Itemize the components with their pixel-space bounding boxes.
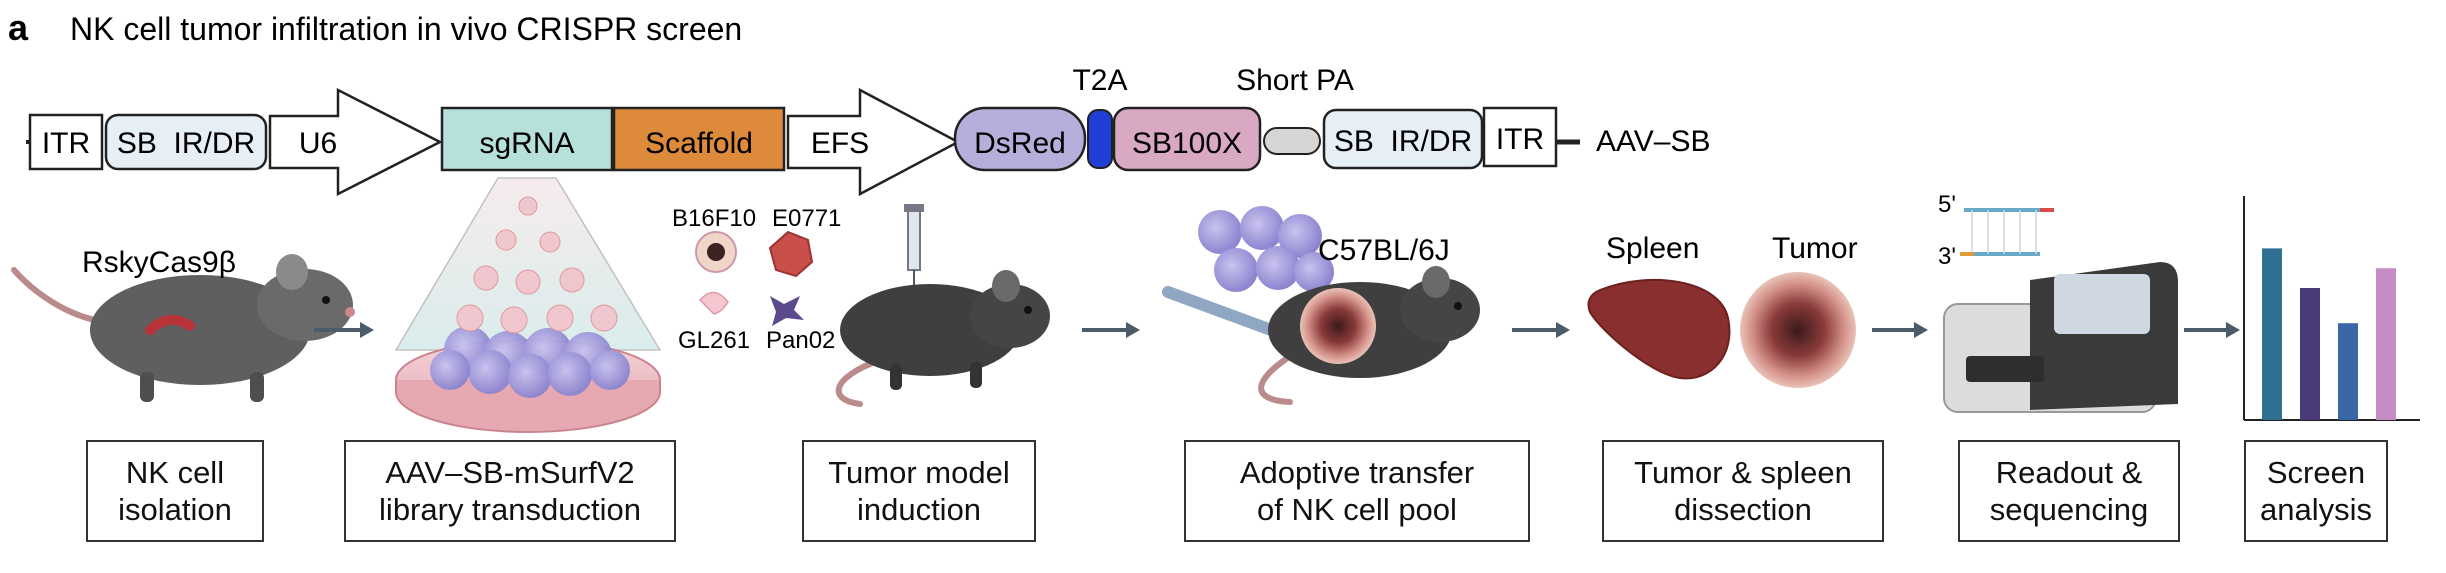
step-5-line-1: Tumor & spleen — [1634, 455, 1852, 490]
step-library-transduction: AAV–SB-mSurfV2 library transduction — [344, 440, 676, 542]
scaffold-label: Scaffold — [645, 127, 753, 160]
sb-irdr-left-element — [104, 113, 268, 171]
five-prime-label: 5' — [1938, 191, 1956, 218]
efs-promoter-arrow — [786, 87, 961, 197]
step-5-line-2: dissection — [1674, 492, 1812, 527]
sb100x-label: SB100X — [1132, 127, 1242, 160]
short-pa-element — [1263, 127, 1321, 155]
pan02-label: Pan02 — [766, 327, 835, 354]
step-7-line-1: Screen — [2266, 455, 2366, 490]
vector-name-label: AAV–SB — [1596, 125, 1711, 158]
step-screen-analysis: Screen analysis — [2244, 440, 2388, 542]
itr-left-element — [28, 113, 104, 171]
arrow-6 — [2184, 322, 2240, 338]
spleen-label: Spleen — [1606, 232, 1699, 265]
gl261-label: GL261 — [678, 327, 750, 354]
step-1-line-2: isolation — [118, 492, 232, 527]
chart-bar-4 — [2376, 268, 2396, 420]
itr-right-element — [1482, 106, 1558, 168]
sb-irdr-right-element — [1322, 108, 1484, 170]
e0771-label: E0771 — [772, 205, 841, 232]
arrow-3 — [1082, 322, 1140, 338]
step-2-line-1: AAV–SB-mSurfV2 — [385, 455, 635, 490]
step-readout-sequencing: Readout & sequencing — [1958, 440, 2180, 542]
construct-map: ITR SB IR/DR U6 sgRNA Scaffold EFS DsRed… — [26, 64, 1711, 197]
tumor-cell-lines — [695, 230, 814, 326]
step-2-line-2: library transduction — [379, 492, 641, 527]
tumor-icon — [1740, 272, 1856, 388]
petri-dish-icon — [394, 177, 662, 433]
step-adoptive-transfer: Adoptive transfer of NK cell pool — [1184, 440, 1530, 542]
gl261-cell-icon — [698, 291, 729, 315]
step-3-line-1: Tumor model — [828, 455, 1010, 490]
bar-chart-icon — [2243, 196, 2420, 421]
itr-right-label: ITR — [1496, 123, 1544, 156]
step-nk-cell-isolation: NK cell isolation — [86, 440, 264, 542]
sgrna-element — [440, 106, 614, 172]
mouse-strain-label: RskyCas9β — [82, 246, 236, 279]
step-7-line-2: analysis — [2260, 492, 2372, 527]
sb-irdr-left-label: SB IR/DR — [117, 127, 255, 160]
step-3-line-2: induction — [856, 492, 982, 527]
step-4-line-2: of NK cell pool — [1257, 492, 1457, 527]
u6-promoter-arrow — [268, 87, 443, 197]
b16f10-label: B16F10 — [672, 205, 756, 232]
sb-irdr-right-label: SB IR/DR — [1334, 125, 1472, 158]
nk-cell-pool-icon — [1198, 206, 1334, 292]
step-4-line-1: Adoptive transfer — [1239, 455, 1475, 490]
three-prime-label: 3' — [1938, 243, 1956, 270]
step-tumor-spleen-dissection: Tumor & spleen dissection — [1602, 440, 1884, 542]
t2a-element — [1087, 109, 1113, 169]
efs-label: EFS — [811, 127, 869, 160]
syringe-icon — [904, 204, 924, 296]
e0771-cell-icon — [768, 230, 814, 278]
spleen-icon — [1587, 279, 1731, 380]
step-6-line-2: sequencing — [1989, 492, 2149, 527]
mouse-icon — [11, 254, 355, 402]
scaffold-element — [612, 106, 786, 172]
recipient-mouse-icon — [1258, 266, 1480, 405]
step-1-line-1: NK cell — [125, 455, 225, 490]
panel-title: NK cell tumor infiltration in vivo CRISP… — [70, 11, 742, 47]
short-pa-label: Short PA — [1236, 64, 1354, 97]
sgrna-label: sgRNA — [479, 127, 574, 160]
u6-label: U6 — [299, 127, 337, 160]
chart-bar-2 — [2300, 288, 2320, 420]
dsred-label: DsRed — [974, 127, 1066, 160]
pan02-cell-icon — [770, 296, 804, 326]
itr-left-label: ITR — [42, 127, 90, 160]
chart-bar-1 — [2262, 248, 2282, 420]
step-6-line-1: Readout & — [1995, 455, 2143, 490]
sb100x-element — [1112, 106, 1262, 172]
chart-bar-3 — [2338, 323, 2358, 420]
step-tumor-model-induction: Tumor model induction — [802, 440, 1036, 542]
tumor-mouse-icon — [835, 270, 1050, 407]
recipient-strain-label: C57BL/6J — [1318, 234, 1450, 267]
panel-letter: a — [8, 7, 29, 48]
tumor-label: Tumor — [1772, 232, 1858, 265]
t2a-label: T2A — [1072, 64, 1127, 97]
sequencer-icon — [1943, 262, 2178, 413]
arrow-1 — [314, 322, 374, 338]
dsred-element — [953, 106, 1087, 172]
arrow-5 — [1872, 322, 1928, 338]
arrow-4 — [1512, 322, 1570, 338]
dna-icon — [1960, 208, 2054, 256]
